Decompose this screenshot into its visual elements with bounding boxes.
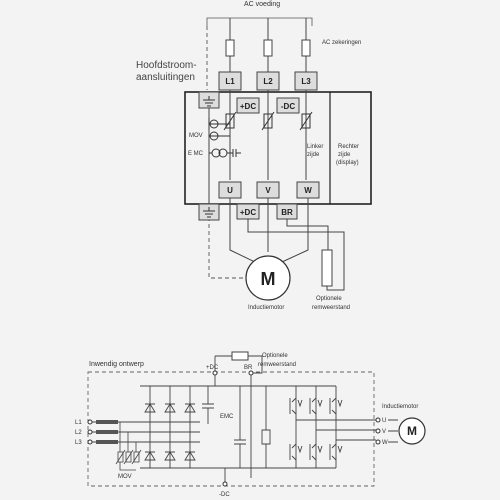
earth-icon xyxy=(203,96,215,107)
fuse xyxy=(301,39,311,57)
br-bus-label: BR xyxy=(244,365,253,371)
brake-resistor-label: Optionele xyxy=(316,296,342,302)
emc-bottom-label: EMC xyxy=(220,414,234,420)
terminal-l2-label: L2 xyxy=(263,77,273,86)
output-u-label: U xyxy=(382,418,386,424)
terminal-u-label: U xyxy=(227,186,233,195)
motor-label: Inductiemotor xyxy=(248,305,284,311)
input-l3-label: L3 xyxy=(75,440,82,446)
optional-label: Optionele xyxy=(262,353,288,359)
right-side-label-3: (display) xyxy=(336,160,359,166)
input-l2-label: L2 xyxy=(75,430,82,436)
terminal-l3-label: L3 xyxy=(301,77,311,86)
rectifier-diodes xyxy=(144,386,196,468)
internal-design-title: Inwendig ontwerp xyxy=(89,361,144,368)
plus-dc-label: +DC xyxy=(240,102,256,111)
mov-emc-symbols xyxy=(208,118,241,158)
main-connections-title: Hoofdstroom- xyxy=(136,60,197,71)
terminal-w-label: W xyxy=(304,186,312,195)
plus-dc-bus-label: +DC xyxy=(206,365,219,371)
right-side-label-2: zijde xyxy=(338,152,351,158)
internal-frame xyxy=(87,371,375,487)
br-label: BR xyxy=(281,208,293,217)
mov-label: MOV xyxy=(189,133,203,139)
earth-icon xyxy=(203,207,215,218)
optional-brake-resistor xyxy=(231,351,249,361)
motor-label-bottom: Inductiemotor xyxy=(382,404,418,410)
minus-dc-bus-label: -DC xyxy=(219,492,230,498)
output-v-label: V xyxy=(382,429,386,435)
terminal-minus-dc-top xyxy=(276,97,300,114)
brake-resistor-label-2: remweerstand xyxy=(312,305,350,311)
terminal-l1-label: L1 xyxy=(225,77,235,86)
optional-label-2: remweerstand xyxy=(258,362,296,368)
output-w-label: W xyxy=(382,440,388,446)
brake-resistor xyxy=(321,249,333,287)
terminal-earth-bottom xyxy=(198,203,220,221)
earth-wire xyxy=(206,26,244,279)
motor-symbol: M xyxy=(261,269,276,289)
bottom-diagram: Inwendig ontwerp +DC BR Optionele remwee… xyxy=(75,351,426,498)
right-side-label: Rechter xyxy=(338,144,359,150)
dc-buses xyxy=(140,375,336,482)
emc-chokes xyxy=(96,420,118,444)
left-side-label-2: zijde xyxy=(307,152,320,158)
motor-symbol-bottom: M xyxy=(407,424,417,438)
motor xyxy=(245,255,291,301)
input-l1-label: L1 xyxy=(75,420,82,426)
minus-dc-label: -DC xyxy=(281,102,295,111)
plus-dc-bottom-label: +DC xyxy=(240,208,256,217)
terminal-v-label: V xyxy=(265,186,271,195)
fuse xyxy=(225,39,235,57)
ac-supply-bracket xyxy=(206,17,313,26)
fuse xyxy=(263,39,273,57)
mov-symbols xyxy=(223,111,313,131)
mov-group xyxy=(115,422,142,471)
ac-fuses-label: AC zekeringen xyxy=(322,40,361,46)
terminal-plus-dc-top xyxy=(236,97,260,114)
top-diagram: AC voeding AC zekeringen Hoofdstroom- aa… xyxy=(136,1,372,311)
dc-capacitors xyxy=(202,386,271,468)
inverter-switches xyxy=(289,386,376,468)
ac-supply-label: AC voeding xyxy=(244,1,280,8)
mov-label-bottom: MOV xyxy=(118,474,132,480)
emc-label: E MC xyxy=(188,151,204,157)
main-connections-title-2: aansluitingen xyxy=(136,72,195,83)
motor-bottom xyxy=(398,417,426,445)
left-side-label: Linker xyxy=(307,144,323,150)
motor-wiring xyxy=(229,198,345,263)
